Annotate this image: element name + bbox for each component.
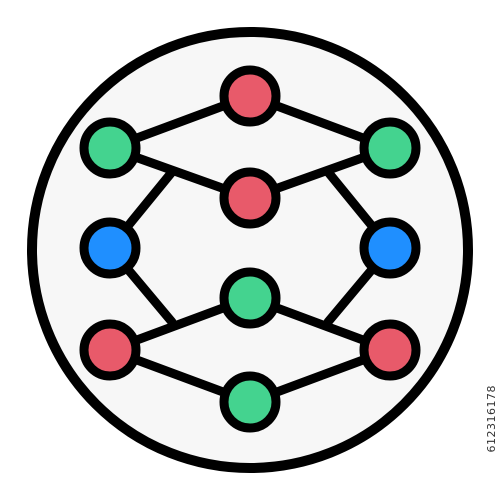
- node-lower-center-green: [219, 267, 281, 329]
- node-upper-left-green: [79, 117, 141, 179]
- node-lower-right-red: [359, 319, 421, 381]
- node-upper-center-red: [219, 167, 281, 229]
- node-lower-left-red: [79, 319, 141, 381]
- network-nodes: [79, 65, 421, 433]
- node-upper-right-green: [359, 117, 421, 179]
- node-middle-right-blue: [359, 217, 421, 279]
- node-bottom-green: [219, 371, 281, 433]
- node-middle-left-blue: [79, 217, 141, 279]
- node-top-red: [219, 65, 281, 127]
- stock-id-label: 612316178: [485, 384, 498, 453]
